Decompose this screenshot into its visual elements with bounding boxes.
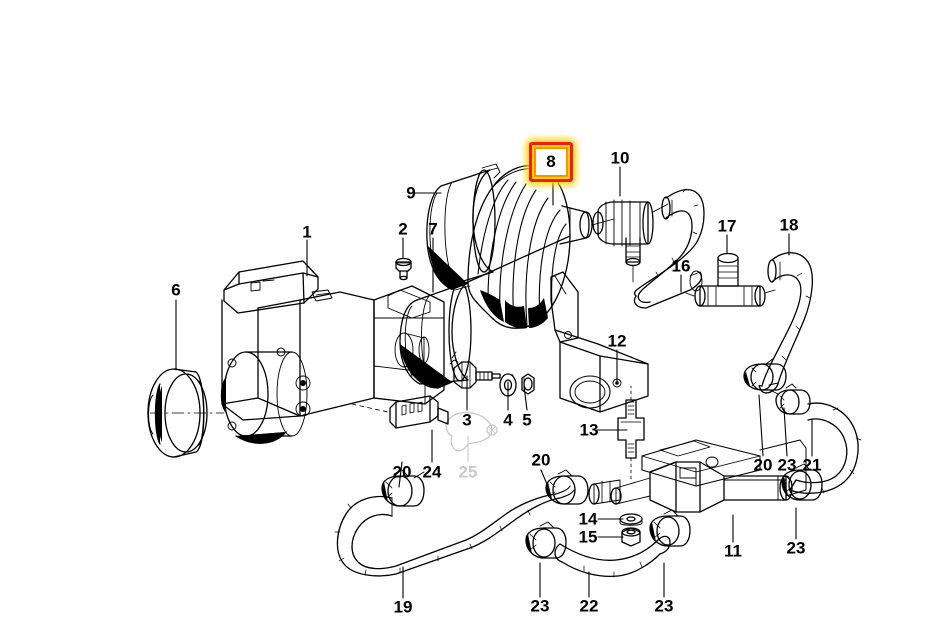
part-connector-mid xyxy=(588,479,621,505)
highlight-label: 8 xyxy=(546,152,556,171)
part-25-lever xyxy=(445,411,498,452)
callout-9[interactable]: 9 xyxy=(406,183,416,203)
callout-14[interactable]: 14 xyxy=(578,509,598,529)
callout-6[interactable]: 6 xyxy=(171,280,181,300)
callout-23[interactable]: 23 xyxy=(530,596,550,616)
part-18-hose xyxy=(758,252,814,394)
callout-17[interactable]: 17 xyxy=(717,216,737,236)
part-17-tee xyxy=(685,252,776,307)
part-9-clamp xyxy=(426,163,501,290)
part-23-clamp-b xyxy=(525,521,567,559)
part-15-nut xyxy=(621,527,641,547)
callout-15[interactable]: 15 xyxy=(578,527,598,547)
part-23-clamp-d xyxy=(781,463,823,501)
highlighted-callout-8[interactable]: 8 xyxy=(529,142,573,182)
callout-12[interactable]: 12 xyxy=(607,331,627,351)
part-6-ring xyxy=(147,368,225,458)
part-22-hose xyxy=(554,535,671,578)
part-14-washer xyxy=(619,513,643,526)
callout-1[interactable]: 1 xyxy=(302,222,312,242)
callout-23[interactable]: 23 xyxy=(777,455,797,475)
part-21-hose xyxy=(789,402,862,494)
part-23-clamp-c xyxy=(649,509,691,547)
part-23-clamp-a xyxy=(775,383,811,415)
callout-2[interactable]: 2 xyxy=(398,219,408,239)
callout-24[interactable]: 24 xyxy=(422,462,442,482)
callout-23[interactable]: 23 xyxy=(786,538,806,558)
callout-21[interactable]: 21 xyxy=(802,455,822,475)
callout-5[interactable]: 5 xyxy=(522,410,532,430)
part-8-intake-boot xyxy=(467,165,615,329)
part-20-clamp-a xyxy=(743,357,787,395)
callout-22[interactable]: 22 xyxy=(579,596,599,616)
part-1-air-flow-meter xyxy=(220,260,445,444)
part-electrical-connector xyxy=(351,395,449,429)
part-3-sensor xyxy=(449,351,501,389)
part-2-plug xyxy=(395,257,412,281)
callout-23[interactable]: 23 xyxy=(654,596,674,616)
highlight-inner-border xyxy=(534,147,568,177)
part-10-connector xyxy=(592,199,669,283)
callout-11[interactable]: 11 xyxy=(724,541,742,561)
part-4-washer xyxy=(499,373,517,397)
callout-7[interactable]: 7 xyxy=(428,219,438,239)
callout-18[interactable]: 18 xyxy=(779,215,799,235)
part-11-valve xyxy=(610,439,807,513)
part-16-hose xyxy=(633,188,705,309)
callout-20[interactable]: 20 xyxy=(753,455,773,475)
callout-19[interactable]: 19 xyxy=(393,597,413,617)
callout-20[interactable]: 20 xyxy=(531,450,551,470)
part-19-hose xyxy=(334,485,575,577)
part-12-bracket xyxy=(550,271,649,413)
part-13-stud xyxy=(617,385,645,481)
callout-3[interactable]: 3 xyxy=(462,410,472,430)
callout-20[interactable]: 20 xyxy=(392,462,412,482)
callout-4[interactable]: 4 xyxy=(503,410,513,430)
callout-16[interactable]: 16 xyxy=(671,256,691,276)
callout-13[interactable]: 13 xyxy=(579,420,599,440)
callout-25[interactable]: 25 xyxy=(458,462,478,482)
part-5-nut xyxy=(521,373,535,395)
callout-10[interactable]: 10 xyxy=(610,148,630,168)
